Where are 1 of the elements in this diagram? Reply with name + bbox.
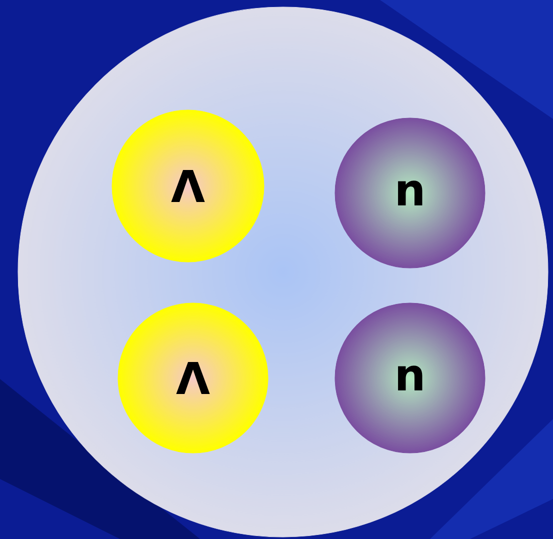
nucleus-circle — [18, 6, 548, 538]
